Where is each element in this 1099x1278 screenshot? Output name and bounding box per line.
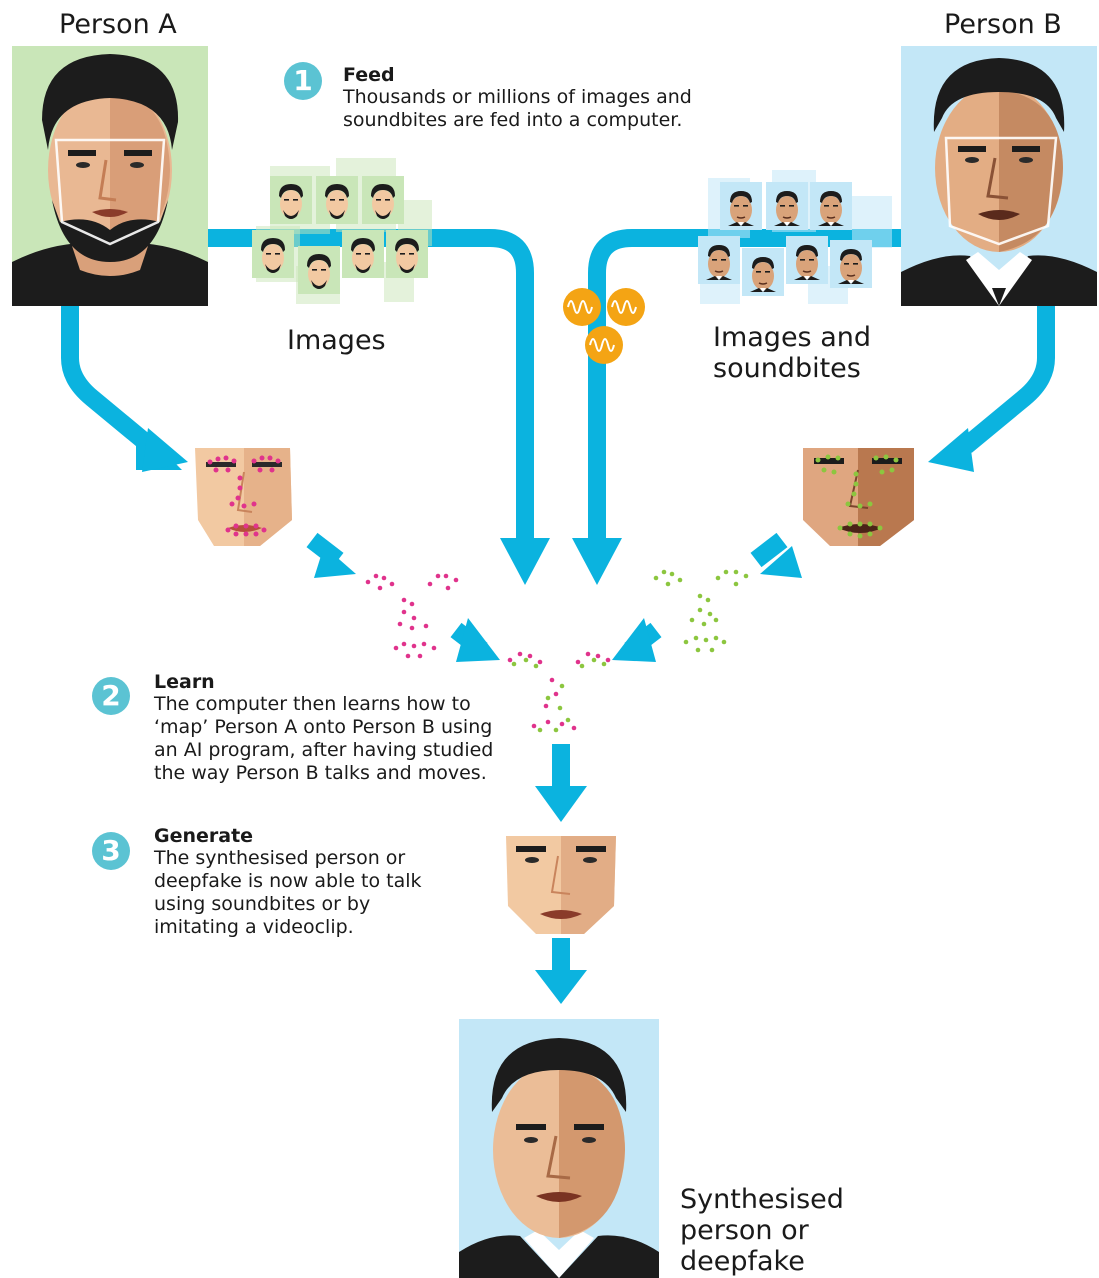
deepfake-portrait: [459, 1019, 659, 1278]
arrow-heads: [136, 428, 974, 1004]
dot-pattern-combined: [507, 651, 611, 733]
images-label: Images: [287, 325, 386, 356]
soundbite-icons: [563, 288, 645, 364]
dot-pattern-a: [365, 573, 459, 659]
step-1-text: Thousands or millions of images and soun…: [343, 86, 692, 131]
step-1-badge: 1: [284, 62, 322, 100]
step-2-text: The computer then learns how to ‘map’ Pe…: [154, 693, 494, 784]
face-map-a: [195, 448, 292, 546]
person-b-down-arrow: [960, 306, 1055, 453]
output-label: Synthesised person or deepfake: [680, 1184, 844, 1277]
images-and-soundbites-label: Images and soundbites: [713, 322, 872, 384]
step-1: Feed Thousands or millions of images and…: [343, 64, 773, 132]
person-b-label: Person B: [944, 9, 1062, 40]
feed-arrow-left: [208, 229, 534, 540]
step-3: Generate The synthesised person or deepf…: [154, 825, 429, 939]
face-map-b: [803, 448, 914, 546]
images-thumbnails-a: [252, 158, 432, 304]
step-2-title: Learn: [154, 671, 215, 693]
person-a-portrait: [12, 46, 208, 306]
map-b-arrow: [750, 532, 788, 568]
images-thumbnails-b: [698, 170, 892, 304]
step-1-title: Feed: [343, 64, 395, 86]
person-b-portrait: [901, 46, 1097, 306]
step-3-title: Generate: [154, 825, 254, 847]
person-a-label: Person A: [59, 9, 177, 40]
step-3-badge: 3: [92, 832, 130, 870]
dot-pattern-b: [653, 569, 749, 653]
step-3-text: The synthesised person or deepfake is no…: [154, 847, 422, 938]
step-2-badge: 2: [92, 677, 130, 715]
person-a-down-arrow: [61, 306, 156, 453]
feed-arrow-right: [588, 229, 901, 540]
step-2: Learn The computer then learns how to ‘m…: [154, 671, 504, 785]
result-face: [506, 836, 616, 934]
